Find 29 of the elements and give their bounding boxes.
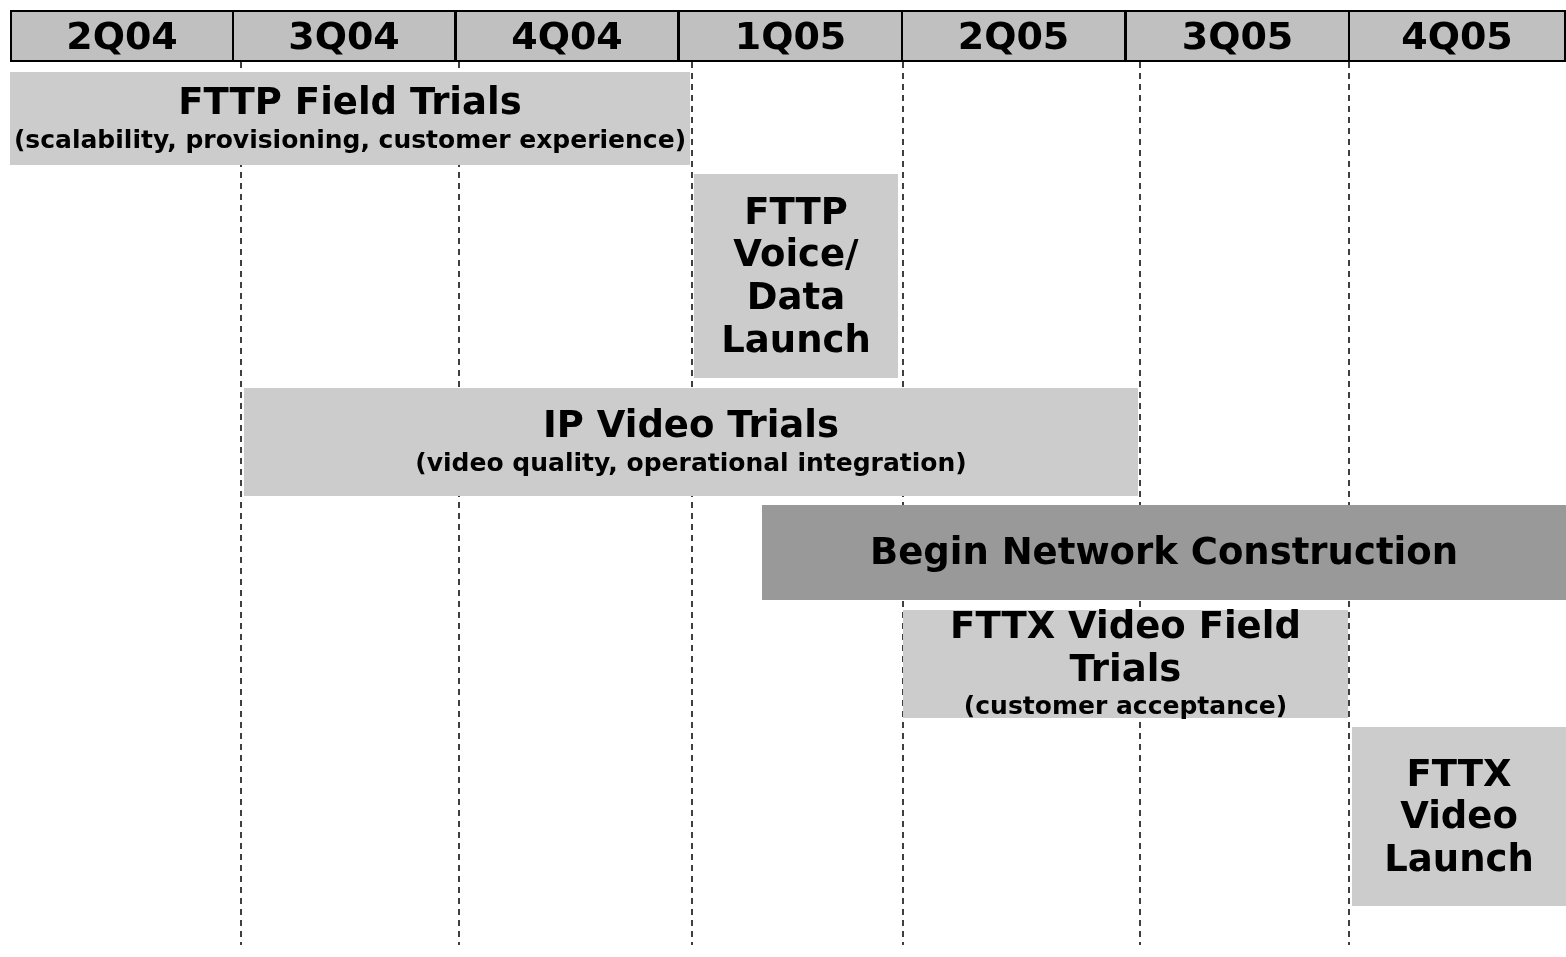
- quarter-header: [1125, 10, 1350, 62]
- bar-subtitle: (customer acceptance): [963, 690, 1288, 723]
- quarter-header: [678, 10, 903, 62]
- timeline-bar: [903, 610, 1348, 718]
- timeline-bar: [694, 174, 898, 378]
- quarter-label: 3Q04: [288, 14, 400, 58]
- bar-subtitle: (scalability, provisioning, customer experience): [13, 123, 687, 156]
- quarter-label: 4Q05: [1401, 14, 1513, 58]
- quarter-header: [1348, 10, 1566, 62]
- bar-subtitle: (video quality, operational integration): [415, 447, 967, 479]
- quarter-header: [901, 10, 1126, 62]
- quarter-header: [455, 10, 679, 62]
- quarter-label: 2Q05: [957, 14, 1070, 58]
- quarter-label: 4Q04: [511, 14, 623, 58]
- timeline-bar: [762, 505, 1566, 600]
- bar-title: FTTP Field Trials: [178, 80, 522, 124]
- bar-title: FTTP Voice/ Data Launch: [720, 190, 872, 362]
- timeline-bar: [244, 388, 1138, 496]
- bar-title: FTTX Video Launch: [1383, 752, 1535, 881]
- bar-title: Begin Network Construction: [869, 531, 1458, 574]
- quarter-header: [232, 10, 456, 62]
- quarter-label: 1Q05: [734, 14, 847, 58]
- bar-title: FTTX Video Field Trials: [949, 605, 1302, 691]
- quarter-label: 2Q04: [66, 14, 178, 58]
- timeline-bar: [1352, 727, 1566, 906]
- bar-title: IP Video Trials: [542, 404, 840, 447]
- quarter-header: [10, 10, 234, 62]
- quarter-label: 3Q05: [1181, 14, 1294, 58]
- timeline-bar: [10, 72, 690, 165]
